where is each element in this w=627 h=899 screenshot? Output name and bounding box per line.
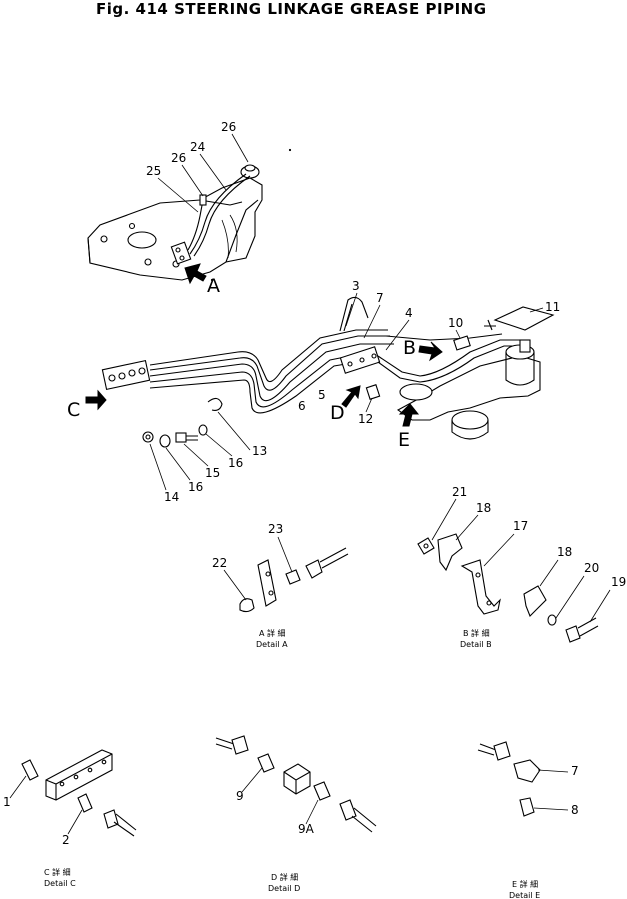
callout-2: 2 [62, 833, 70, 847]
detail-a-caption: Detail A [256, 640, 288, 649]
callout-1: 1 [3, 795, 11, 809]
callout-3: 3 [352, 279, 360, 293]
callout-20: 20 [584, 561, 599, 575]
view-label-c: C [67, 399, 80, 421]
detail-b-caption-jp: B 詳 細 [463, 628, 490, 638]
detail-a-caption-jp: A 詳 細 [259, 628, 286, 638]
detail-e: 7 8 E 詳 細 Detail E [477, 741, 579, 899]
detail-e-caption: Detail E [509, 891, 540, 899]
view-label-a: A [207, 275, 220, 297]
callout-4: 4 [405, 306, 413, 320]
callout-5: 5 [318, 388, 326, 402]
view-arrow-a: A [184, 263, 220, 297]
callout-16b: 16 [188, 480, 203, 494]
view-label-d: D [330, 402, 345, 424]
detail-d-caption: Detail D [268, 884, 300, 893]
view-label-e: E [398, 429, 410, 451]
upper-callouts: 26 24 26 25 [146, 120, 249, 213]
callout-25: 25 [146, 164, 161, 178]
callout-26: 26 [221, 120, 236, 134]
callout-18: 18 [476, 501, 491, 515]
figure-title: Fig. 414 STEERING LINKAGE GREASE PIPING [96, 0, 487, 18]
detail-c: 1 2 C 詳 細 Detail C [3, 749, 137, 888]
detail-e-caption-jp: E 詳 細 [512, 879, 538, 889]
callout-16: 16 [228, 456, 243, 470]
callout-14: 14 [164, 490, 179, 504]
view-arrow-e: E [398, 403, 420, 451]
steering-frame-bracket [87, 148, 292, 282]
detail-d-caption-jp: D 詳 細 [271, 872, 298, 882]
callout-24: 24 [190, 140, 205, 154]
callout-11: 11 [545, 300, 560, 314]
callout-15: 15 [205, 466, 220, 480]
view-arrow-c: C [67, 389, 107, 421]
callout-10: 10 [448, 316, 463, 330]
callout-18b: 18 [557, 545, 572, 559]
detail-b: 21 18 17 18 20 19 B 詳 細 Detail B [417, 485, 626, 649]
detail-b-caption: Detail B [460, 640, 492, 649]
callout-22: 22 [212, 556, 227, 570]
detail-a: 22 23 A 詳 細 Detail A [212, 522, 349, 649]
callout-21: 21 [452, 485, 467, 499]
detail-c-caption: Detail C [44, 879, 76, 888]
callout-19: 19 [611, 575, 626, 589]
detail-d: 9 9A D 詳 細 Detail D [215, 735, 377, 893]
callout-9: 9 [236, 789, 244, 803]
main-piping-assembly: B C D E [67, 296, 555, 451]
callout-7: 7 [376, 291, 384, 305]
callout-9a: 9A [298, 822, 315, 836]
callout-e7: 7 [571, 764, 579, 778]
callout-12: 12 [358, 412, 373, 426]
view-label-b: B [403, 337, 416, 359]
callout-17: 17 [513, 519, 528, 533]
callout-6: 6 [298, 399, 306, 413]
main-callouts: 3 7 4 10 11 5 6 12 13 16 15 16 14 [149, 279, 560, 504]
callout-e8: 8 [571, 803, 579, 817]
callout-13: 13 [252, 444, 267, 458]
callout-26b: 26 [171, 151, 186, 165]
callout-23: 23 [268, 522, 283, 536]
view-arrow-d: D [330, 385, 361, 424]
detail-c-caption-jp: C 詳 細 [44, 867, 71, 877]
view-arrow-b: B [403, 337, 443, 362]
